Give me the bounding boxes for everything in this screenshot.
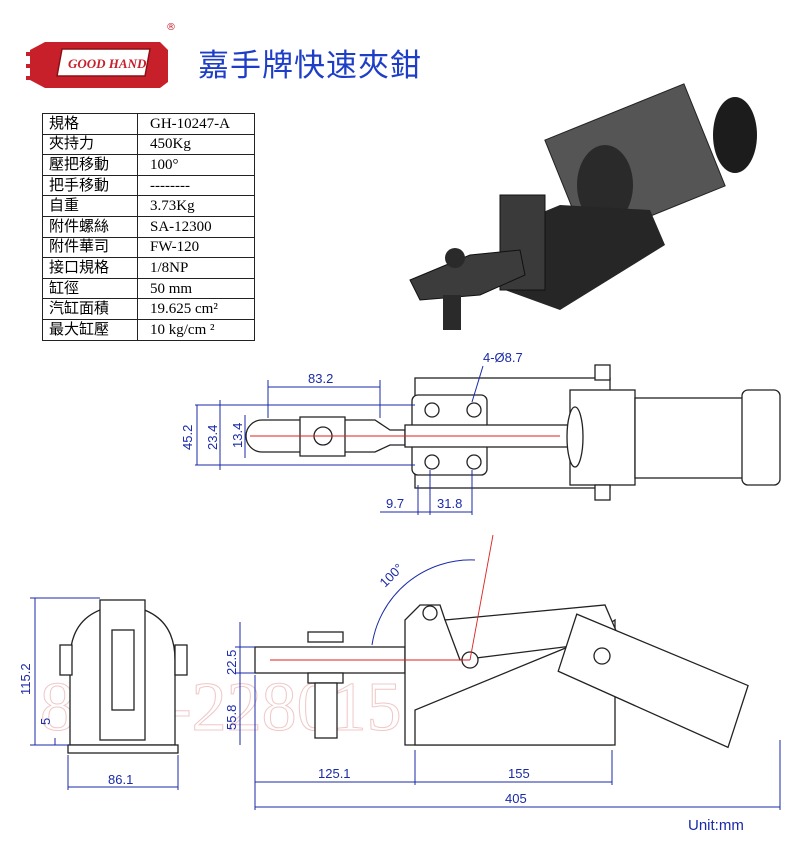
dim-base: 155 [508,766,530,781]
spec-label: 接口規格 [42,257,138,279]
dim-length: 83.2 [308,371,333,386]
spec-label: 缸徑 [42,277,138,300]
side-view: 100° 22.5 55.8 125.1 155 405 [224,534,781,810]
page-title: 嘉手牌快速夾鉗 [198,48,422,84]
dim-reach: 125.1 [318,766,351,781]
dim-offset: 9.7 [386,496,404,511]
dim-hole-pitch: 31.8 [437,496,462,511]
dim-hole-spec: 4-Ø8.7 [483,350,523,365]
spec-label: 汽缸面積 [42,298,138,320]
dim-h-lower: 55.8 [224,705,239,730]
dim-angle: 100° [377,561,407,591]
dim-h-upper: 22.5 [224,650,239,675]
dim-height: 115.2 [18,663,33,695]
spec-label: 把手移動 [42,174,138,197]
spec-label: 附件華司 [42,236,138,259]
spec-value: 100° [137,154,255,176]
spec-value: 19.625 cm² [137,298,255,320]
front-view: 115.2 5 86.1 [18,597,188,790]
dim-total: 405 [505,791,527,806]
spec-value: GH-10247-A [137,113,255,135]
spec-label: 最大缸壓 [42,318,138,341]
svg-text:GOOD HAND: GOOD HAND [68,56,147,71]
product-image [409,83,757,330]
spec-value: FW-120 [137,236,255,259]
spec-label: 夾持力 [42,133,138,156]
spec-label: 規格 [42,113,138,135]
dim-h3: 13.4 [230,423,245,448]
spec-value: -------- [137,174,255,197]
spec-value: 1/8NP [137,257,255,279]
dim-base-h: 5 [38,718,53,725]
spec-label: 附件螺絲 [42,215,138,238]
top-view: 83.2 4-Ø8.7 45.2 23.4 13.4 9.7 31.8 [180,350,781,515]
spec-value: 3.73Kg [137,195,255,217]
spec-value: 10 kg/cm ² [137,318,255,341]
svg-text:®: ® [166,22,176,33]
spec-label: 自重 [42,195,138,217]
unit-label: Unit:mm [688,817,744,834]
spec-label: 壓把移動 [42,154,138,176]
spec-value: 50 mm [137,277,255,300]
spec-value: 450Kg [137,133,255,156]
spec-row: 把手移動-------- [42,174,255,197]
dim-h2: 23.4 [205,425,220,450]
spec-value: SA-12300 [137,215,255,238]
brand-logo: GOOD HAND ® [26,22,176,88]
dim-h1: 45.2 [180,425,195,450]
dim-width: 86.1 [108,772,133,787]
